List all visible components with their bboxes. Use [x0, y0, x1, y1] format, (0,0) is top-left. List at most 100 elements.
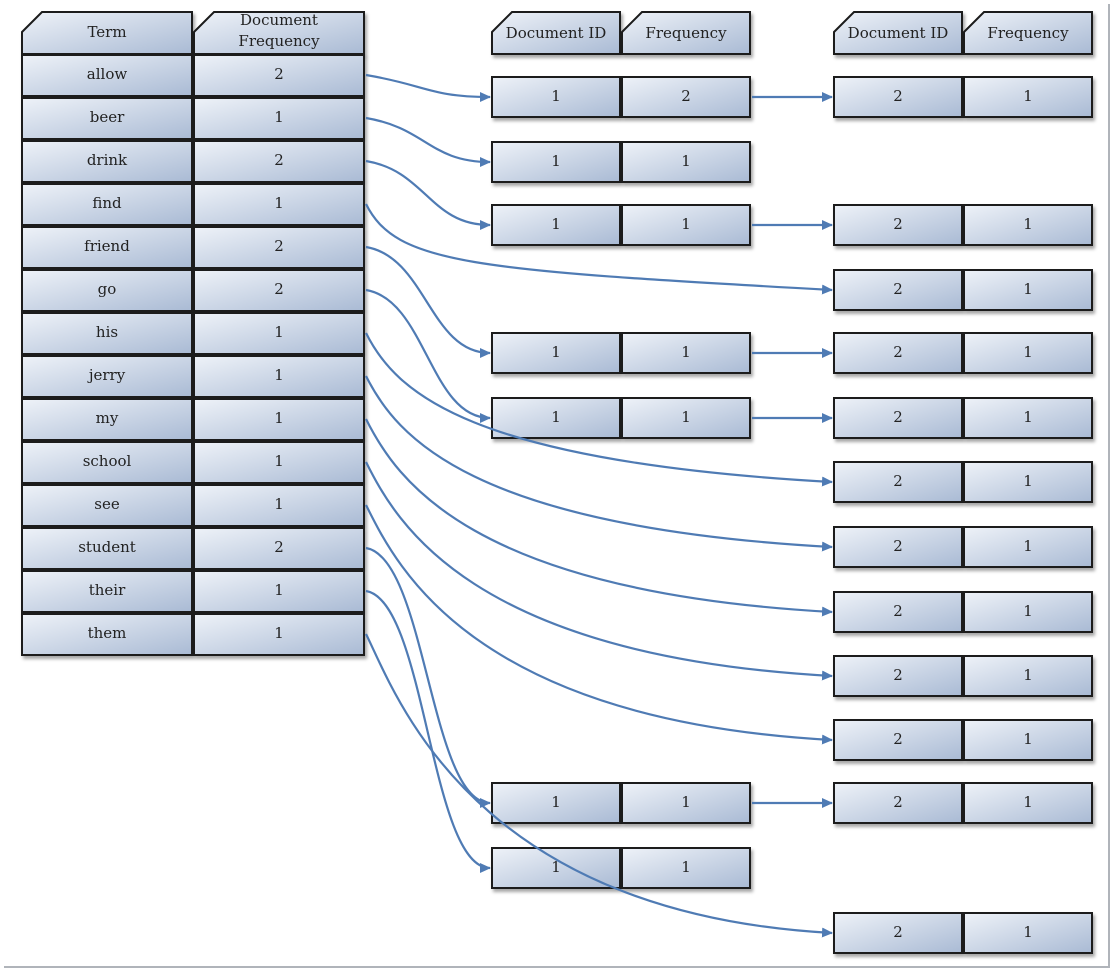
term-cell [21, 183, 193, 226]
term-cell [21, 54, 193, 97]
posting-node-doc1-frequency-cell [621, 782, 751, 824]
posting-node-doc2-doc-id-value: 2 [893, 280, 903, 298]
term-label: his [96, 323, 118, 341]
posting-node-doc1-frequency-cell [621, 397, 751, 439]
doc-frequency-value: 1 [274, 366, 284, 384]
posting-node-doc2-frequency-value: 1 [1023, 537, 1033, 555]
posting-node-doc2-frequency-value: 1 [1023, 793, 1033, 811]
posting-node-doc2-doc-id-value: 2 [893, 408, 903, 426]
diagram-frame [4, 4, 1110, 968]
posting-node-doc1-doc-id-cell [491, 76, 621, 118]
posting-node-doc2-doc-id-cell [833, 269, 963, 311]
doc-frequency-value: 1 [274, 323, 284, 341]
posting-node-doc2-frequency-value: 1 [1023, 602, 1033, 620]
posting-node-doc2-doc-id-value: 2 [893, 666, 903, 684]
doc-frequency-value: 2 [274, 151, 284, 169]
doc-frequency-cell [193, 570, 365, 613]
doc-frequency-value: 1 [274, 452, 284, 470]
posting-node-doc2-frequency-value: 1 [1023, 215, 1033, 233]
pointer-arrow [365, 245, 491, 358]
doc-frequency-value: 2 [274, 280, 284, 298]
term-cell [21, 355, 193, 398]
doc-frequency-value: 2 [274, 65, 284, 83]
posting-node-doc2-doc-id-value: 2 [893, 923, 903, 941]
doc-frequency-value: 1 [274, 581, 284, 599]
posting-node-doc1-doc-id-cell [491, 782, 621, 824]
doc-frequency-value: 1 [274, 108, 284, 126]
pointer-arrow [365, 589, 491, 873]
posting-node-doc2-frequency-cell [963, 269, 1093, 311]
doc-frequency-header-cell [193, 11, 365, 55]
posting-node-doc2-frequency-cell [963, 912, 1093, 954]
posting-node-doc2-frequency-value: 1 [1023, 408, 1033, 426]
doc1-column-frequency-header [621, 11, 751, 55]
doc2-column-doc-id-header-label: Document ID [848, 24, 949, 42]
posting-node-doc2-frequency-value: 1 [1023, 666, 1033, 684]
term-label: go [98, 280, 117, 298]
posting-node-doc2-frequency-cell [963, 461, 1093, 503]
posting-node-doc2-doc-id-cell [833, 204, 963, 246]
posting-node-doc1-doc-id-cell [491, 397, 621, 439]
posting-node-doc1-frequency-value: 1 [681, 858, 691, 876]
doc-frequency-cell [193, 54, 365, 97]
posting-node-doc1-frequency-value: 1 [681, 793, 691, 811]
posting-node-doc2-doc-id-cell [833, 782, 963, 824]
term-label: find [92, 194, 122, 212]
posting-node-doc2-doc-id-value: 2 [893, 343, 903, 361]
posting-node-doc2-doc-id-value: 2 [893, 537, 903, 555]
pointer-arrow [365, 633, 833, 938]
term-cell [21, 269, 193, 312]
pointer-arrow [365, 461, 833, 681]
doc-frequency-cell [193, 527, 365, 570]
term-label: see [94, 495, 120, 513]
posting-node-doc1-doc-id-value: 1 [551, 152, 561, 170]
term-label: friend [84, 237, 130, 255]
posting-node-doc2-frequency-cell [963, 526, 1093, 568]
doc-frequency-cell [193, 441, 365, 484]
posting-node-doc1-doc-id-value: 1 [551, 793, 561, 811]
posting-node-doc1-doc-id-value: 1 [551, 87, 561, 105]
doc-frequency-cell [193, 97, 365, 140]
doc-frequency-value: 1 [274, 194, 284, 212]
pointer-arrow [365, 332, 833, 487]
pointer-arrow [365, 288, 491, 423]
doc-frequency-cell [193, 355, 365, 398]
posting-node-doc2-doc-id-value: 2 [893, 730, 903, 748]
posting-node-doc1-doc-id-value: 1 [551, 215, 561, 233]
term-label: my [96, 409, 119, 427]
pointer-arrow [365, 73, 491, 102]
posting-node-doc2-frequency-value: 1 [1023, 923, 1033, 941]
posting-node-doc1-frequency-value: 1 [681, 152, 691, 170]
doc-frequency-cell [193, 398, 365, 441]
posting-node-doc2-doc-id-cell [833, 76, 963, 118]
term-cell [21, 312, 193, 355]
posting-node-doc2-frequency-cell [963, 719, 1093, 761]
posting-node-doc2-doc-id-value: 2 [893, 215, 903, 233]
posting-node-doc1-doc-id-cell [491, 204, 621, 246]
doc-frequency-header-line2: Frequency [238, 32, 320, 50]
posting-node-doc1-frequency-cell [621, 332, 751, 374]
posting-node-doc2-frequency-value: 1 [1023, 87, 1033, 105]
term-label: their [89, 581, 126, 599]
posting-node-doc2-doc-id-cell [833, 719, 963, 761]
doc-frequency-cell [193, 269, 365, 312]
term-cell [21, 97, 193, 140]
posting-node-doc2-doc-id-value: 2 [893, 87, 903, 105]
posting-node-doc1-doc-id-value: 1 [551, 408, 561, 426]
term-label: drink [87, 151, 128, 169]
posting-node-doc2-frequency-cell [963, 76, 1093, 118]
doc-frequency-cell [193, 183, 365, 226]
term-cell [21, 398, 193, 441]
doc-frequency-cell [193, 613, 365, 656]
posting-node-doc1-doc-id-cell [491, 141, 621, 183]
posting-node-doc2-frequency-cell [963, 397, 1093, 439]
term-label: jerry [87, 366, 126, 384]
posting-node-doc2-doc-id-value: 2 [893, 602, 903, 620]
posting-node-doc1-frequency-cell [621, 204, 751, 246]
posting-node-doc2-frequency-value: 1 [1023, 730, 1033, 748]
doc1-column-frequency-header-label: Frequency [645, 24, 727, 42]
doc-frequency-cell [193, 484, 365, 527]
doc1-column-doc-id-header-label: Document ID [506, 24, 607, 42]
posting-node-doc2-doc-id-cell [833, 397, 963, 439]
doc-frequency-value: 1 [274, 409, 284, 427]
